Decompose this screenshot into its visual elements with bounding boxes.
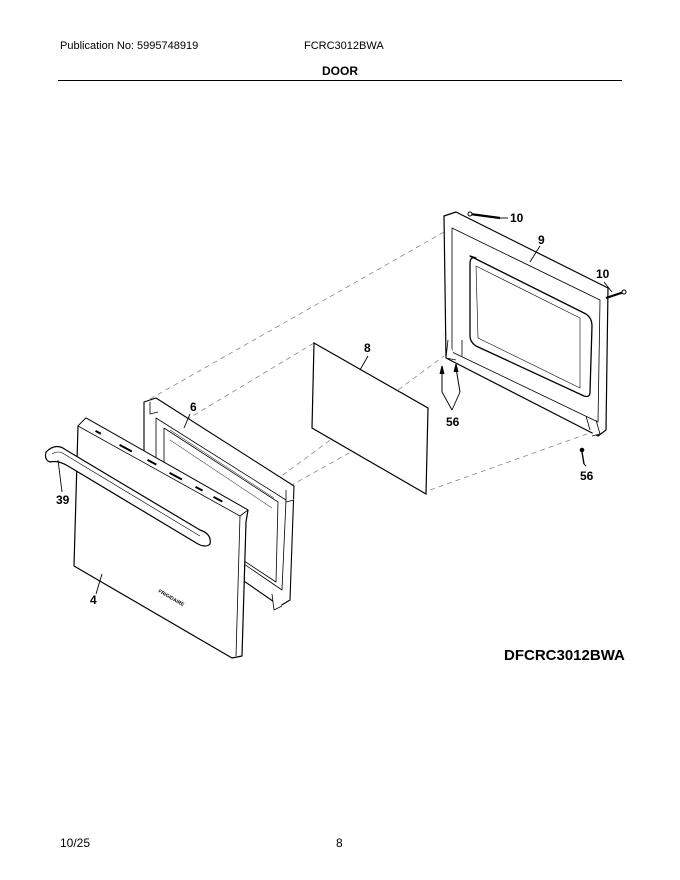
page-number: 8 (336, 836, 343, 850)
part-label-6: 6 (190, 400, 197, 414)
part-label-10-right: 10 (596, 267, 610, 281)
outer-door-panel: FRIGIDAIRE (73, 417, 249, 659)
part-label-56-bottom: 56 (580, 469, 594, 483)
section-title: DOOR (322, 64, 358, 78)
part-label-4: 4 (90, 593, 97, 607)
hinge-screw-top (467, 211, 501, 220)
header-rule (58, 80, 622, 81)
leader-lines (57, 217, 613, 595)
part-label-56-left: 56 (446, 415, 460, 429)
hinge-screw-right (605, 289, 627, 300)
part-label-9: 9 (538, 233, 545, 247)
diagram-id: DFCRC3012BWA (504, 647, 625, 664)
door-screw-bottom (579, 447, 585, 465)
door-screws-left (439, 363, 461, 393)
part-label-39: 39 (56, 493, 70, 507)
door-handle (44, 445, 211, 547)
model-number: FCRC3012BWA (304, 40, 384, 52)
part-label-8: 8 (364, 341, 371, 355)
inner-door-liner (443, 211, 609, 437)
publication-number: Publication No: 5995748919 (60, 40, 199, 52)
footer-date: 10/25 (60, 836, 91, 850)
door-glass (311, 341, 429, 496)
part-label-10-top: 10 (510, 211, 524, 225)
control-slots (95, 430, 223, 503)
